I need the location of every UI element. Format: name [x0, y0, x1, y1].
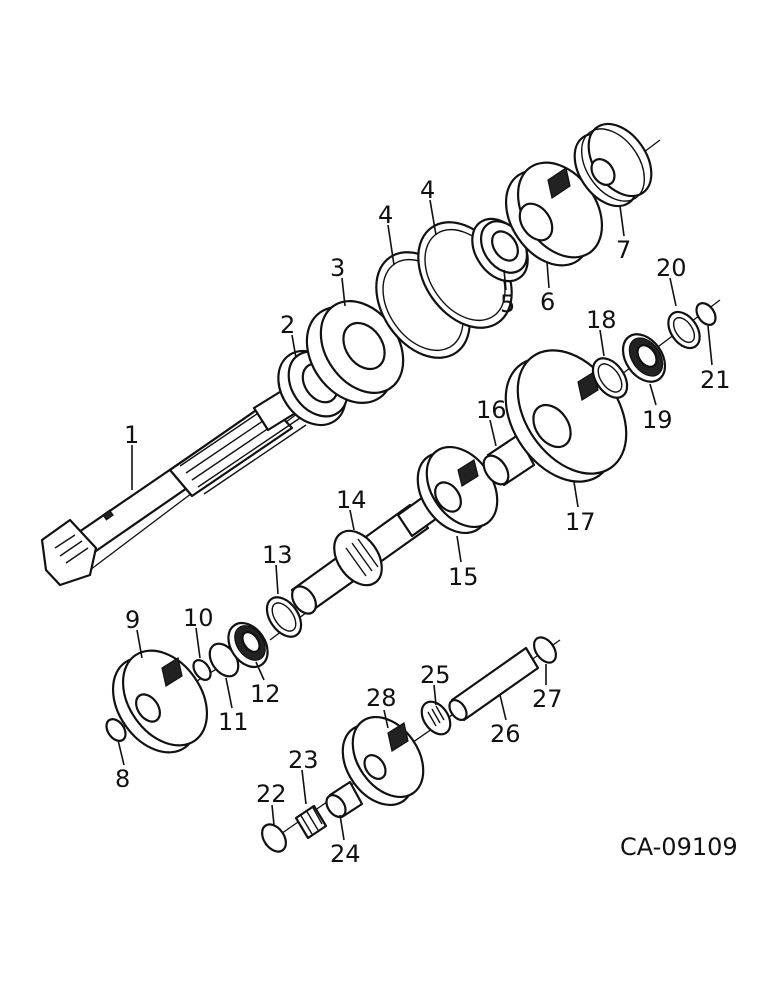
part-18-snap-ring [591, 357, 629, 399]
callout-23: 23 [288, 746, 319, 774]
callout-13: 13 [262, 541, 293, 569]
callout-26: 26 [490, 720, 521, 748]
callout-19: 19 [642, 406, 673, 434]
part-3-retainer [305, 300, 405, 404]
callout-21: 21 [700, 366, 731, 394]
part-6-gear [504, 161, 604, 267]
part-19-bearing [621, 333, 667, 383]
callout-8: 8 [115, 765, 130, 793]
callout-1: 1 [124, 421, 139, 449]
part-12-bearing [227, 621, 269, 669]
part-8-washer [105, 718, 127, 742]
callout-4b: 4 [420, 176, 435, 204]
part-14-countershaft [290, 493, 442, 614]
callout-11: 11 [218, 708, 249, 736]
part-20-snap-ring [667, 310, 701, 350]
callout-17: 17 [565, 508, 596, 536]
part-26-pin [448, 646, 540, 722]
part-13-snap-ring [265, 596, 303, 638]
callout-10: 10 [183, 604, 214, 632]
callout-25: 25 [420, 661, 451, 689]
drawing-code: CA-09109 [620, 833, 738, 861]
part-25-needle-bearing [420, 700, 452, 736]
callout-4a: 4 [378, 201, 393, 229]
callout-7: 7 [616, 236, 631, 264]
part-10-snap-ring [192, 659, 212, 681]
callout-3: 3 [330, 254, 345, 282]
callout-14: 14 [336, 486, 367, 514]
callout-5: 5 [500, 290, 515, 318]
callout-18: 18 [586, 306, 617, 334]
callout-15: 15 [448, 563, 479, 591]
callout-24: 24 [330, 840, 361, 868]
callout-28: 28 [366, 684, 397, 712]
callout-9: 9 [125, 606, 140, 634]
part-28-cluster-gear [341, 715, 425, 807]
part-13-spacer [291, 585, 317, 615]
part-27-washer [532, 636, 558, 664]
callout-22: 22 [256, 780, 287, 808]
callout-16: 16 [476, 396, 507, 424]
leader-lines [117, 199, 713, 841]
part-9-gear [111, 649, 209, 754]
callout-2: 2 [280, 311, 295, 339]
part-15-gear [416, 445, 499, 535]
callout-27: 27 [532, 685, 563, 713]
part-24-bushing [325, 780, 364, 819]
callout-6: 6 [540, 288, 555, 316]
callout-12: 12 [250, 680, 281, 708]
part-5-bearing [471, 217, 529, 283]
part-21-clip [695, 302, 717, 326]
part-22-washer [261, 823, 287, 853]
part-7-hub [573, 122, 653, 208]
part-23-needle-bearing [294, 804, 328, 840]
callout-20: 20 [656, 254, 687, 282]
callouts: 1 2 3 4 4 5 6 7 8 9 10 11 12 13 14 15 16… [115, 176, 731, 868]
